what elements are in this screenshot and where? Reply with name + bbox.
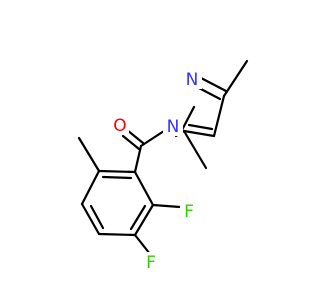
bond-c-aryl <box>133 144 143 174</box>
bond-methyl-aryl <box>77 136 101 173</box>
bond-n2-c3-double <box>199 76 228 93</box>
bond-aryl-c1-c2 <box>97 169 137 174</box>
bond-carbonyl-1 <box>121 134 141 151</box>
bond-aryl-c3-c4 <box>80 202 101 236</box>
oxygen-label-bg <box>111 115 129 135</box>
fluorine-atom-label-2: F <box>146 253 156 273</box>
structure-canvas: O N N F F <box>77 59 249 273</box>
bond-c4-c5-double <box>187 123 214 131</box>
bond-aryl-inner-3 <box>129 204 147 231</box>
fluorine-label-bg-2 <box>142 252 160 272</box>
bond-n2-c3 <box>197 86 222 101</box>
bond-aryl-c2-c3 <box>80 169 101 206</box>
bond-aryl-c6-c1 <box>133 170 155 207</box>
bond-methyl-c3 <box>222 59 249 98</box>
bond-aryl-inner-2 <box>89 204 105 230</box>
bond-n1-n2 <box>180 105 196 132</box>
bond-aryl-c5-c6 <box>133 203 155 237</box>
molecule-structure: O N N F F <box>77 59 249 273</box>
fluorine-atom-label-1: F <box>184 202 194 222</box>
bond-group <box>77 59 249 256</box>
bond-methyl-c5 <box>182 129 208 170</box>
bond-aryl-c4-c5 <box>97 232 137 237</box>
nitrogen-label-bg-2 <box>182 69 202 89</box>
fluorine-label-bg-1 <box>180 201 198 221</box>
oxygen-atom-label: O <box>113 116 126 136</box>
bond-c-n1 <box>139 129 166 148</box>
bond-c-f2 <box>133 233 152 256</box>
bond-carbonyl-2 <box>125 128 145 145</box>
bond-aryl-inner-1 <box>101 175 133 180</box>
nitrogen-atom-label-2: N <box>186 70 199 90</box>
nitrogen-atom-label-1: N <box>167 117 180 137</box>
nitrogen-label-bg <box>163 116 183 136</box>
bond-c-f1 <box>151 203 182 209</box>
bond-c4-c5 <box>182 129 216 138</box>
bond-c3-c4 <box>212 94 226 138</box>
